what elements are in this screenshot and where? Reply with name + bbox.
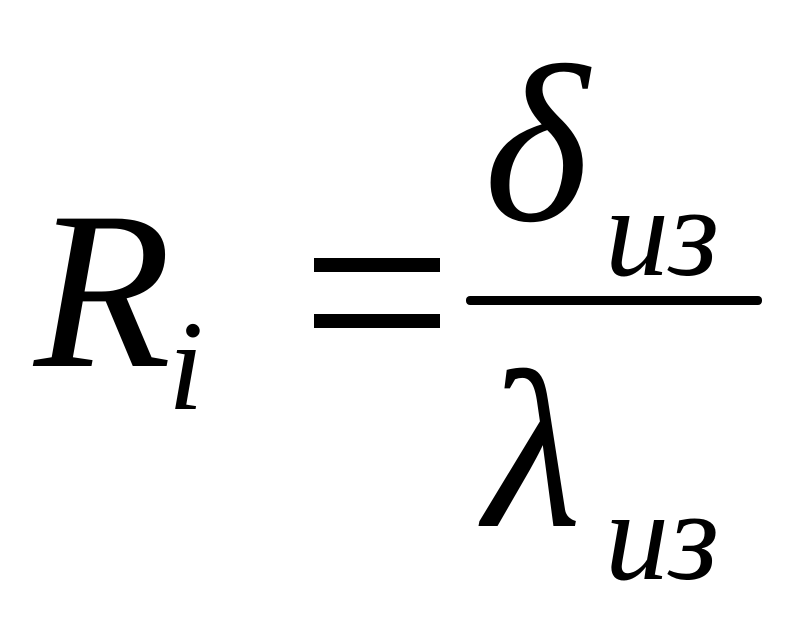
resistance-subscript: i xyxy=(168,295,204,437)
denominator-subscript: из xyxy=(605,465,719,607)
equals-sign-top-bar xyxy=(314,258,440,272)
fraction-bar xyxy=(466,296,762,305)
denominator-symbol: λ xyxy=(484,325,582,575)
numerator-symbol: δ xyxy=(484,19,589,269)
equals-sign-bottom-bar xyxy=(314,314,440,328)
numerator-subscript: из xyxy=(605,161,719,303)
resistance-symbol: R xyxy=(34,165,172,415)
